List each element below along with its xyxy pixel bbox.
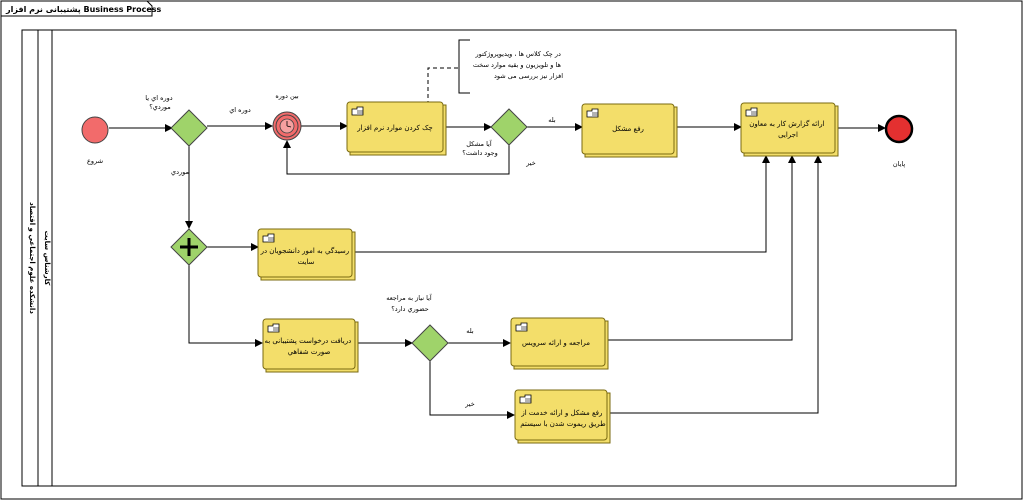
task-student-affairs[interactable]: رسیدگي به امور دانشجويان در سایت (257, 228, 356, 281)
task-report[interactable]: ارائه گزارش کار به معاون اجرایی (740, 102, 839, 157)
gateway2-no-label: خیر (525, 159, 536, 167)
frame-title: پشتیبانی نرم افزار Business Process (5, 5, 162, 14)
annotation-association (427, 67, 459, 105)
frame-tab (0, 0, 153, 17)
gateway1-question: دوره اي یا موردي؟ (145, 94, 174, 111)
timer-event[interactable] (272, 111, 302, 141)
lane-label: کارشناس سایت (43, 231, 51, 287)
manual-task-icon (515, 322, 528, 332)
task-fix-problem[interactable]: رفع مشکل (581, 103, 678, 158)
end-event-label: پایان (893, 160, 906, 168)
manual-task-icon (262, 233, 275, 243)
task-verbal-request-label: دريافت درخواست پشتیبانی به صورت شفاهي (265, 337, 354, 356)
task-remote-fix[interactable]: رفع مشکل و ارائه خدمت از طريق ريموت شدن … (514, 389, 611, 444)
manual-task-icon (267, 323, 280, 333)
task-check-software-label: چک کردن موارد نرم افزار (356, 124, 432, 132)
gateway2-question: آیا مشکل وجود داشت؟ (462, 139, 497, 157)
manual-task-icon (586, 108, 599, 118)
pool (21, 29, 957, 487)
manual-task-icon (519, 394, 532, 404)
manual-task-icon (745, 107, 758, 117)
flow-student-report (353, 155, 770, 253)
gateway-periodic-or-adhoc[interactable] (170, 109, 208, 147)
gateway-needs-visit[interactable] (411, 324, 449, 362)
task-visit-service-label: مراجعه و ارائه سرويس (522, 339, 590, 347)
gateway2-yes-label: بله (548, 116, 556, 124)
task-check-software[interactable]: چک کردن موارد نرم افزار (346, 101, 447, 156)
task-report-label: ارائه گزارش کار به معاون اجرایی (749, 119, 827, 139)
task-verbal-request[interactable]: دريافت درخواست پشتیبانی به صورت شفاهي (262, 318, 359, 373)
flow-visit-report (606, 155, 796, 341)
gateway1-periodic-label: دوره اي (229, 106, 251, 114)
sequence-flows (109, 67, 886, 419)
start-event-label: شروع (87, 157, 103, 165)
annotation-bracket (458, 39, 470, 94)
flow-parallel-request (188, 264, 263, 347)
end-event[interactable] (884, 114, 914, 144)
flow-g3-remote (429, 361, 515, 419)
manual-task-icon (351, 106, 364, 116)
gateway3-yes-label: بله (466, 327, 474, 335)
start-event[interactable] (81, 116, 109, 144)
task-fix-problem-label: رفع مشکل (612, 125, 644, 133)
flow-remote-report (609, 155, 822, 414)
timer-event-label: بین دوره (275, 92, 299, 100)
flow-g2-loop (283, 140, 510, 175)
parallel-gateway[interactable] (170, 228, 208, 266)
gateway3-no-label: خیر (464, 400, 475, 408)
pool-label: دانشکده علوم اجتماعي و اقتصاد (28, 202, 36, 314)
annotation-text: در چک کلاس ها ، ويدیوپروژکتور ها و تلویز… (473, 50, 563, 80)
gateway-problem-exists[interactable] (490, 108, 528, 146)
task-student-affairs-label: رسیدگي به امور دانشجويان در سایت (260, 246, 352, 266)
gateway1-adhoc-label: موردي (171, 168, 189, 176)
task-remote-fix-label: رفع مشکل و ارائه خدمت از طريق ريموت شدن … (520, 409, 606, 428)
gateway3-question: آیا نیاز به مراجعه حضوري دارد؟ (386, 293, 434, 313)
task-visit-service[interactable]: مراجعه و ارائه سرويس (510, 317, 609, 370)
